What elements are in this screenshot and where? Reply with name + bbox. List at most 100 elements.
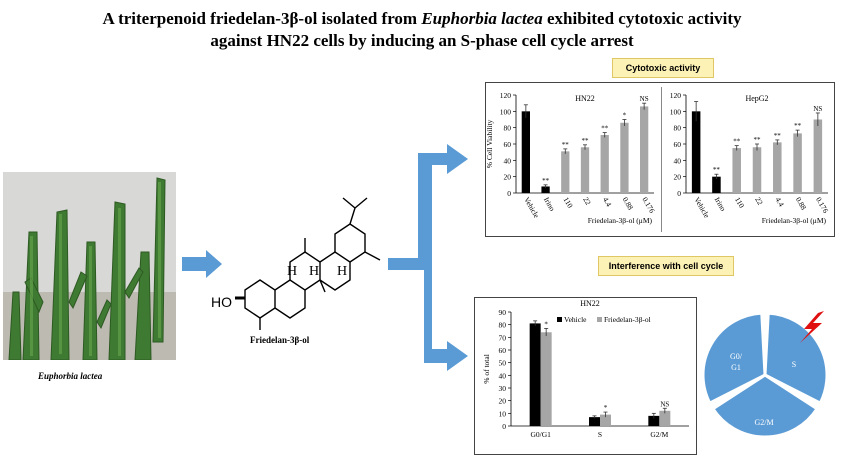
- bar: [712, 176, 721, 193]
- panel-divider: [661, 87, 662, 232]
- y-tick-label: 100: [500, 107, 512, 116]
- pie-label: S: [792, 360, 796, 369]
- bar: [620, 122, 629, 193]
- bar: [640, 106, 649, 193]
- lightning-icon: [800, 311, 824, 343]
- x-tick-label: 110: [733, 196, 746, 210]
- significance-label: **: [542, 177, 550, 185]
- friedelanol-skeleton: H H H: [235, 197, 381, 332]
- y-tick-label: 60: [504, 140, 512, 149]
- bar: [691, 111, 701, 193]
- pie-label: G2/M: [754, 418, 773, 427]
- y-tick-label: 120: [500, 91, 512, 100]
- cell-cycle-pie: G0/G1 S G2/M: [701, 311, 829, 439]
- legend-label: Vehicle: [564, 315, 587, 324]
- x-tick-label: 0.88: [621, 196, 635, 212]
- title-species-name: Euphorbia lactea: [421, 9, 543, 28]
- x-tick-label: 4.4: [601, 196, 614, 209]
- significance-label: NS: [660, 400, 669, 408]
- y-tick-label: 120: [670, 91, 682, 100]
- y-tick-label: 30: [499, 384, 507, 393]
- h-label-1: H: [287, 264, 297, 279]
- significance-label: NS: [640, 95, 649, 103]
- significance-label: *: [604, 404, 608, 412]
- y-tick-label: 0: [502, 422, 506, 431]
- bar: [600, 135, 609, 193]
- y-tick-label: 80: [674, 124, 682, 133]
- y-tick-label: 70: [499, 333, 507, 342]
- molecule-structure: H H H HO: [211, 180, 395, 335]
- bar: [648, 415, 660, 426]
- y-axis-label: % of total: [482, 354, 491, 384]
- figure-title-line-1: A triterpenoid friedelan-3β-ol isolated …: [0, 8, 844, 30]
- chart-title: HN22: [580, 299, 600, 308]
- ho-label: HO: [211, 294, 232, 310]
- pie-label: G0/: [730, 352, 743, 361]
- y-tick-label: 20: [674, 173, 682, 182]
- y-tick-label: 40: [504, 156, 512, 165]
- y-tick-label: 90: [499, 308, 507, 317]
- pie-slice: [701, 311, 767, 406]
- x-tick-label: G2/M: [650, 430, 668, 439]
- significance-label: **: [713, 166, 721, 174]
- y-tick-label: 0: [677, 189, 681, 198]
- significance-label: **: [562, 141, 570, 149]
- x-tick-label: 0.88: [794, 196, 808, 212]
- pie-label: G1: [731, 363, 741, 372]
- significance-label: **: [601, 125, 609, 133]
- plant-illustration: [3, 172, 176, 360]
- legend-swatch: [597, 317, 602, 322]
- y-tick-label: 20: [499, 397, 507, 406]
- bar: [529, 323, 541, 426]
- pie-slice: [710, 373, 820, 439]
- y-tick-label: 0: [507, 189, 511, 198]
- y-tick-label: 50: [499, 359, 507, 368]
- bar: [732, 148, 741, 193]
- cell-cycle-label: Interference with cell cycle: [598, 256, 734, 276]
- significance-label: *: [544, 320, 548, 328]
- h-label-2: H: [309, 264, 319, 279]
- significance-label: **: [794, 122, 802, 130]
- x-tick-label: 110: [562, 196, 575, 210]
- y-tick-label: 60: [499, 346, 507, 355]
- bar: [540, 332, 552, 426]
- bar: [659, 410, 671, 426]
- bar: [589, 417, 600, 426]
- significance-label: **: [733, 138, 741, 146]
- x-tick-label: Vehicle: [692, 196, 711, 221]
- legend-label: Friedelan-3β-ol: [604, 315, 651, 324]
- significance-label: **: [582, 137, 590, 145]
- y-axis-label: % Cell Viability: [486, 119, 494, 168]
- y-tick-label: 80: [504, 124, 512, 133]
- bar: [793, 133, 802, 193]
- cytotoxic-activity-label: Cytotoxic activity: [612, 58, 714, 78]
- figure-title-line-2: against HN22 cells by inducing an S-phas…: [210, 31, 634, 50]
- title-part-b: exhibited cytotoxic activity: [542, 9, 742, 28]
- photo-caption: Euphorbia lactea: [38, 371, 103, 381]
- significance-label: **: [754, 136, 762, 144]
- significance-label: *: [623, 112, 627, 120]
- bar: [773, 142, 782, 193]
- x-tick-label: Irino: [713, 196, 728, 213]
- x-tick-label: G0/G1: [530, 430, 551, 439]
- x-tick-label: S: [598, 430, 602, 439]
- group-label: Friedelan-3β-ol (μM): [588, 216, 653, 225]
- legend-swatch: [557, 317, 562, 322]
- bar: [752, 147, 762, 193]
- x-tick-label: 22: [753, 196, 765, 207]
- x-tick-label: Irino: [542, 196, 557, 213]
- y-tick-label: 20: [504, 173, 512, 182]
- x-tick-label: 0.176: [640, 196, 656, 215]
- y-tick-label: 40: [674, 156, 682, 165]
- molecule-name: Friedelan-3β-ol: [250, 335, 310, 345]
- bar: [541, 186, 550, 193]
- bar: [600, 414, 611, 426]
- title-part-a: A triterpenoid friedelan-3β-ol isolated …: [102, 9, 422, 28]
- x-tick-label: 22: [581, 196, 593, 207]
- pie-slice: [763, 311, 829, 406]
- y-tick-label: 40: [499, 371, 507, 380]
